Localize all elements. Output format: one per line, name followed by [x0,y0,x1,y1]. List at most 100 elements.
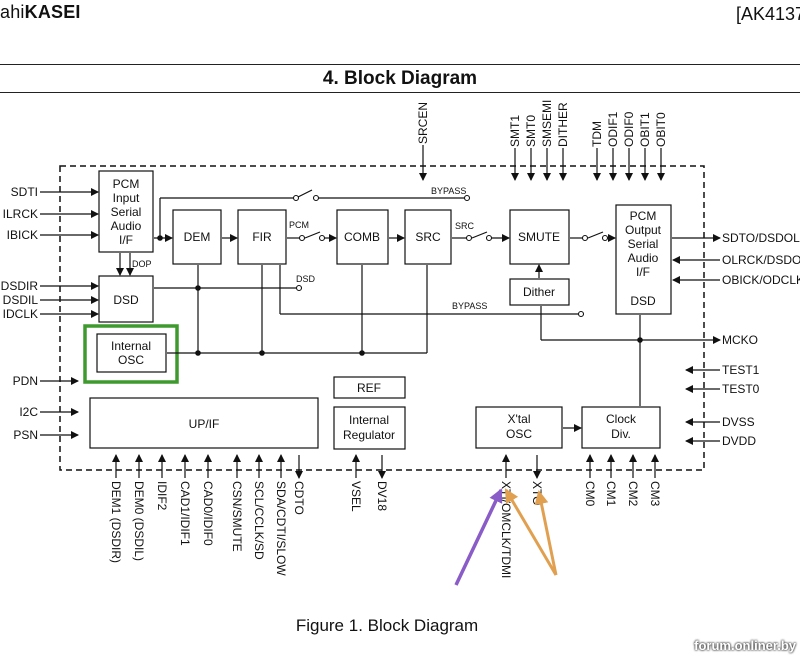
smute-block: SMUTE [509,209,570,265]
regulator-label-0: Internal [349,413,389,427]
pcm-switch-label: PCM [289,220,309,230]
right-pins: SDTO/DSDOL OLRCK/DSDOR OBICK/ODCLK MCKO … [722,231,800,448]
watermark: forum.onliner.by [694,638,796,653]
fir-label: FIR [252,230,272,244]
internal-osc-label-0: Internal [111,339,151,353]
company-logo: ahiKASEI [0,2,81,23]
company-name: KASEI [24,2,81,22]
smute-label: SMUTE [518,230,560,244]
pin-pdn: PDN [13,374,38,388]
pcm-output-label-2: Serial [628,237,659,251]
pin-obit1: OBIT1 [638,112,652,147]
pcm-output-label-3: Audio [628,251,659,265]
pin-tdm: TDM [590,121,604,147]
dsd-input-block: DSD [98,275,154,323]
pin-vsel: VSEL [349,481,363,512]
pcm-input-label-0: PCM [113,177,140,191]
clock-div-block: Clock Div. [581,406,661,449]
dsd-input-label: DSD [113,293,139,307]
upif-block: UP/IF [89,397,319,449]
company-prefix: ahi [0,2,25,22]
pin-smt0: SMT0 [524,115,538,147]
pin-dvss: DVSS [722,415,755,429]
pcm-input-label-2: Serial [111,205,142,219]
pin-cad1: CAD1/IDIF1 [178,481,192,546]
signal-paths [40,145,721,479]
left-pins: SDTI ILRCK IBICK DSDIR DSDIL IDCLK PDN I… [1,185,39,442]
src-switch-label: SRC [455,221,475,231]
bypass-label-bottom: BYPASS [452,301,487,311]
fir-block: FIR [237,209,287,265]
pcm-input-label-3: Audio [111,219,142,233]
pin-scl: SCL/CCLK/SD [252,481,266,560]
pin-cm0: CM0 [583,481,597,507]
purple-annotation-arrow [454,488,503,586]
pin-obit0: OBIT0 [654,112,668,147]
pin-dem0: DEM0 (DSDIL) [132,481,146,561]
pcm-input-label-1: Input [113,191,140,205]
dem-label: DEM [184,230,211,244]
pin-srcen: SRCEN [416,102,430,144]
pin-smt1: SMT1 [508,115,522,147]
figure-caption: Figure 1. Block Diagram [295,616,479,635]
pin-dsdir: DSDIR [1,279,39,293]
pin-cdto: CDTO [292,481,306,515]
pin-dither: DITHER [556,102,570,147]
pin-odif1: ODIF1 [606,111,620,147]
section-rule [0,92,800,93]
pin-test1: TEST1 [722,363,760,377]
dither-block: Dither [509,278,570,306]
ref-block: REF [333,376,406,399]
switch-contacts [292,194,609,318]
junction-dots [157,235,643,356]
pin-psn: PSN [13,428,38,442]
pin-odif0: ODIF0 [622,111,636,147]
document-id: [AK4137 [736,4,800,24]
clock-label-0: Clock [606,412,637,426]
pin-smsemi: SMSEMI [540,100,554,147]
pin-dem1: DEM1 (DSDIR) [109,481,123,563]
pcm-input-label-4: I/F [119,233,133,247]
internal-osc-highlight [83,324,179,384]
pin-idclk: IDCLK [3,307,38,321]
internal-regulator-block: Internal Regulator [333,406,406,450]
comb-block: COMB [336,209,389,265]
internal-osc-block: Internal OSC [96,333,167,373]
section-title: 4. Block Diagram [322,68,478,89]
src-label: SRC [415,230,441,244]
header-rule [0,64,800,65]
bottom-pins: DEM1 (DSDIR) DEM0 (DSDIL) IDIF2 CAD1/IDI… [109,481,662,578]
dither-label: Dither [523,285,555,299]
pin-idif2: IDIF2 [155,481,169,511]
orange-annotation-arrow-left [504,488,558,576]
internal-osc-label-1: OSC [118,353,144,367]
dsd-switch-label: DSD [296,274,316,284]
pin-cm3: CM3 [648,481,662,507]
pin-cm2: CM2 [626,481,640,507]
pcm-output-label-0: PCM [630,209,657,223]
dop-label: DOP [132,259,152,269]
pin-ibick: IBICK [7,228,38,242]
pcm-input-block: PCM Input Serial Audio I/F [98,170,154,253]
top-pins: SRCEN SMT1 SMT0 SMSEMI DITHER TDM ODIF1 … [416,100,668,147]
pin-sda: SDA/CDTI/SLOW [274,481,288,576]
ref-label: REF [357,381,381,395]
pcm-output-dsd-label: DSD [630,294,656,308]
clock-label-1: Div. [611,427,631,441]
pin-cad0: CAD0/IDIF0 [201,481,215,546]
regulator-label-1: Regulator [343,428,395,442]
pin-test0: TEST0 [722,382,760,396]
xtal-label-0: X'tal [508,412,531,426]
pin-i2c: I2C [19,405,38,419]
bypass-label-top: BYPASS [431,186,466,196]
pin-olrck: OLRCK/DSDOR [722,253,800,267]
pin-sdti: SDTI [11,185,38,199]
orange-annotation-arrow-right [534,490,558,576]
pcm-output-label-1: Output [625,223,662,237]
pin-xti: XTI/OMCLK/TDMI [499,481,513,578]
pin-dv18: DV18 [375,481,389,511]
pin-dsdil: DSDIL [3,293,39,307]
comb-label: COMB [344,230,380,244]
